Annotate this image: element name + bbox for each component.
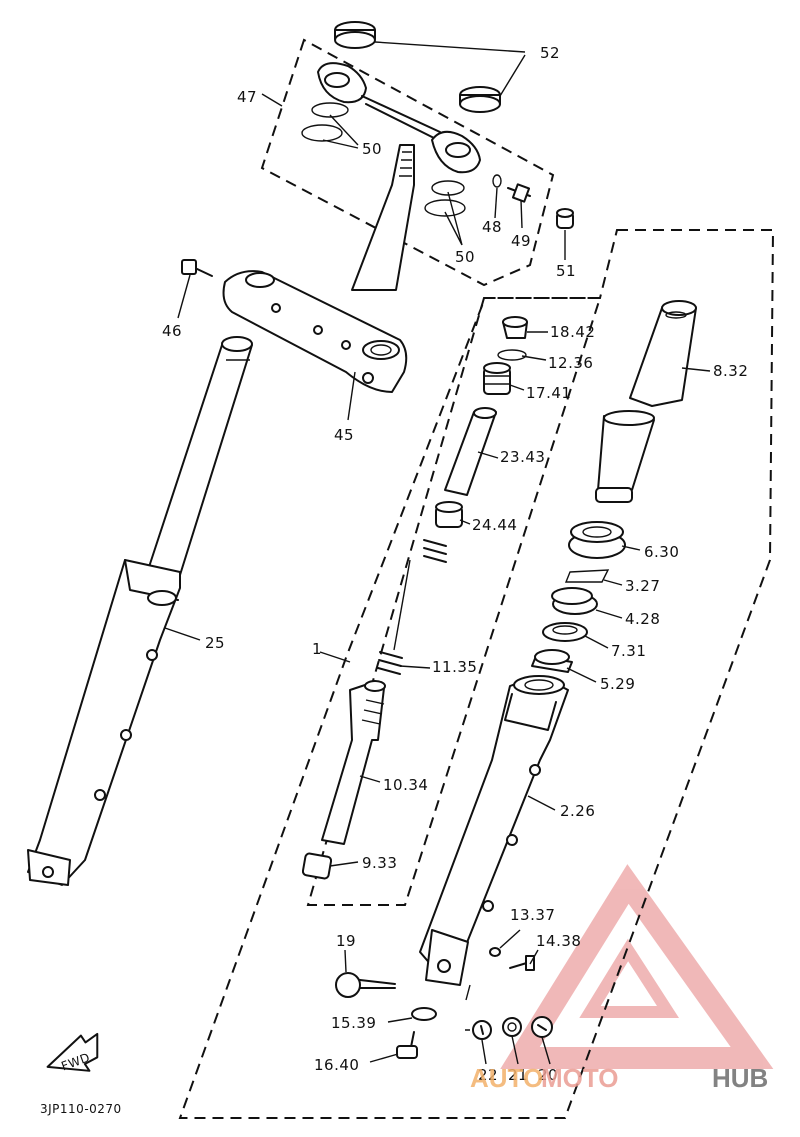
handlebar-holder [301,62,481,217]
label-18: 18.42 [550,323,595,341]
label-15: 15.39 [331,1014,376,1032]
label-24: 24.44 [472,516,517,534]
label-51: 51 [556,262,576,280]
inner-tube-lower [595,410,655,503]
spring-11 [377,651,403,675]
washer-48 [492,174,502,188]
damper-rod-10 [321,680,386,845]
label-50-top: 50 [362,140,382,158]
clip-22 [472,1020,492,1040]
label-2: 2.26 [560,802,595,820]
group-outline-fork [178,229,775,1119]
bleed-bolt-19 [335,972,396,998]
drain-bolt-16 [396,1031,418,1059]
bolt-17 [483,362,511,395]
fork-assembly-left [27,336,253,886]
cap-18 [502,316,528,339]
label-20: 20 [538,1066,558,1084]
group-outline-top [260,38,555,287]
label-16: 16.40 [314,1056,359,1074]
collar-24 [435,501,463,528]
inner-tube-8 [629,300,697,407]
label-50-bottom: 50 [455,248,475,266]
seat-9 [301,852,333,880]
cap-51 [556,208,574,229]
label-21: 21 [508,1066,528,1084]
label-48: 48 [482,218,502,236]
lower-bracket [222,270,408,393]
label-13: 13.37 [510,906,555,924]
label-47: 47 [237,88,257,106]
oil-seal-6 [568,521,626,559]
bolt-49 [507,183,531,203]
watermark-moto: MOTO [541,1063,619,1093]
label-49: 49 [511,232,531,250]
watermark-text: AUTO MOTO HUB [470,1063,768,1093]
clip-3 [564,569,610,583]
label-19: 19 [336,932,356,950]
label-9: 9.33 [362,854,397,872]
label-45: 45 [334,426,354,444]
ring-nut-upper [334,21,376,49]
label-10: 10.34 [383,776,428,794]
drawing-code: 3JP110-0270 [40,1102,122,1116]
label-1: 1 [312,640,322,658]
label-23: 23.43 [500,448,545,466]
washer-13 [489,947,501,957]
label-17: 17.41 [526,384,571,402]
washer-4 [551,587,598,615]
fwd-arrow-icon [46,1032,99,1072]
clip-21 [502,1017,522,1037]
label-8: 8.32 [713,362,748,380]
label-46: 46 [162,322,182,340]
watermark-hub: HUB [712,1063,768,1093]
bushing-5 [531,649,573,673]
spring-upper [423,539,447,563]
o-ring-12 [497,349,527,361]
steering-stem [351,144,415,291]
label-3: 3.27 [625,577,660,595]
label-4: 4.28 [625,610,660,628]
watermark-logo [500,864,774,1069]
label-12: 12.36 [548,354,593,372]
label-6: 6.30 [644,543,679,561]
bushing-7 [542,622,588,642]
spring-long [393,559,411,651]
label-22: 22 [478,1066,498,1084]
label-11: 11.35 [432,658,477,676]
leader-lines [164,41,711,1065]
label-7: 7.31 [611,642,646,660]
label-5: 5.29 [600,675,635,693]
watermark-auto: AUTO [470,1063,543,1093]
washer-15 [411,1007,437,1021]
label-52: 52 [540,44,560,62]
outer-tube-2 [419,675,569,986]
label-14: 14.38 [536,932,581,950]
spacer-23 [444,407,497,496]
bolt-46 [181,259,213,277]
ring-nut-lower [459,86,501,113]
label-25: 25 [205,634,225,652]
part-labels: 52 47 50 48 49 50 51 46 18.42 12.36 8.32… [40,44,748,1116]
clip-20 [531,1016,553,1038]
